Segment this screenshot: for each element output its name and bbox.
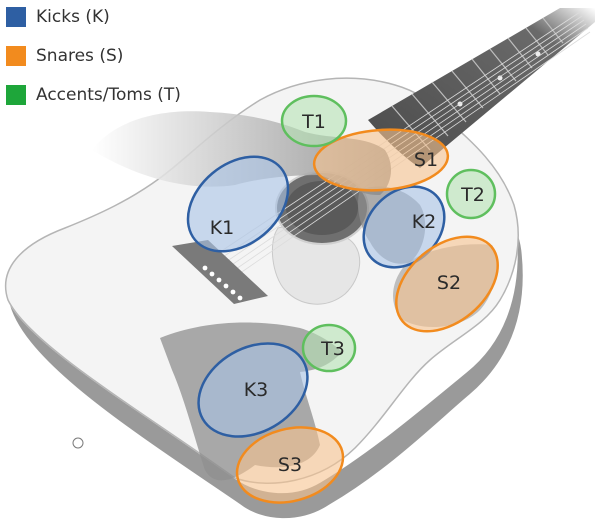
zone-k3-ellipse [197,342,309,438]
kicks-swatch [6,7,26,27]
zone-k3-label: K3 [244,379,269,401]
zone-t3-label: T3 [320,338,345,360]
legend-item-accents: Accents/Toms (T) [6,82,181,108]
zone-s2-ellipse [395,235,499,333]
zone-t2-label: T2 [460,184,485,206]
zone-t3[interactable]: T3 [301,323,357,373]
legend-label-kicks: Kicks (K) [36,7,110,27]
legend-item-kicks: Kicks (K) [6,4,181,30]
zone-t3-ellipse [301,323,357,373]
zone-s2[interactable]: S2 [378,218,516,351]
zone-k1-label: K1 [210,217,235,239]
accents-swatch [6,85,26,105]
zone-t1[interactable]: T1 [280,94,348,148]
zone-s3[interactable]: S3 [229,416,352,513]
zone-s1-ellipse [312,128,450,192]
zone-s1-label: S1 [414,149,438,171]
upper-arm-and-hand [92,111,392,196]
legend-label-accents: Accents/Toms (T) [36,85,181,105]
zone-t1-label: T1 [301,111,326,133]
zone-k2-label: K2 [412,211,437,233]
legend-label-snares: Snares (S) [36,46,124,66]
bridge [172,240,268,304]
legend: Kicks (K) Snares (S) Accents/Toms (T) [6,4,181,121]
zone-s2-label: S2 [437,272,461,294]
zone-s1[interactable]: S1 [312,125,450,194]
zones: K1 K2 K3 S1 S2 S3 T1 T2 [169,94,516,513]
sound-hole-inner [286,181,358,235]
zone-k1[interactable]: K1 [169,137,306,270]
zone-k1-ellipse [186,155,290,253]
bridge-pins [202,265,243,301]
snares-swatch [6,46,26,66]
zone-k3[interactable]: K3 [182,325,324,456]
legend-item-snares: Snares (S) [6,43,181,69]
zone-t1-ellipse [280,94,348,148]
strap-button [72,437,84,449]
zone-s3-label: S3 [278,454,302,476]
zone-t2-ellipse [445,168,497,220]
zone-t2[interactable]: T2 [445,168,497,220]
zone-s3-ellipse [235,426,345,504]
